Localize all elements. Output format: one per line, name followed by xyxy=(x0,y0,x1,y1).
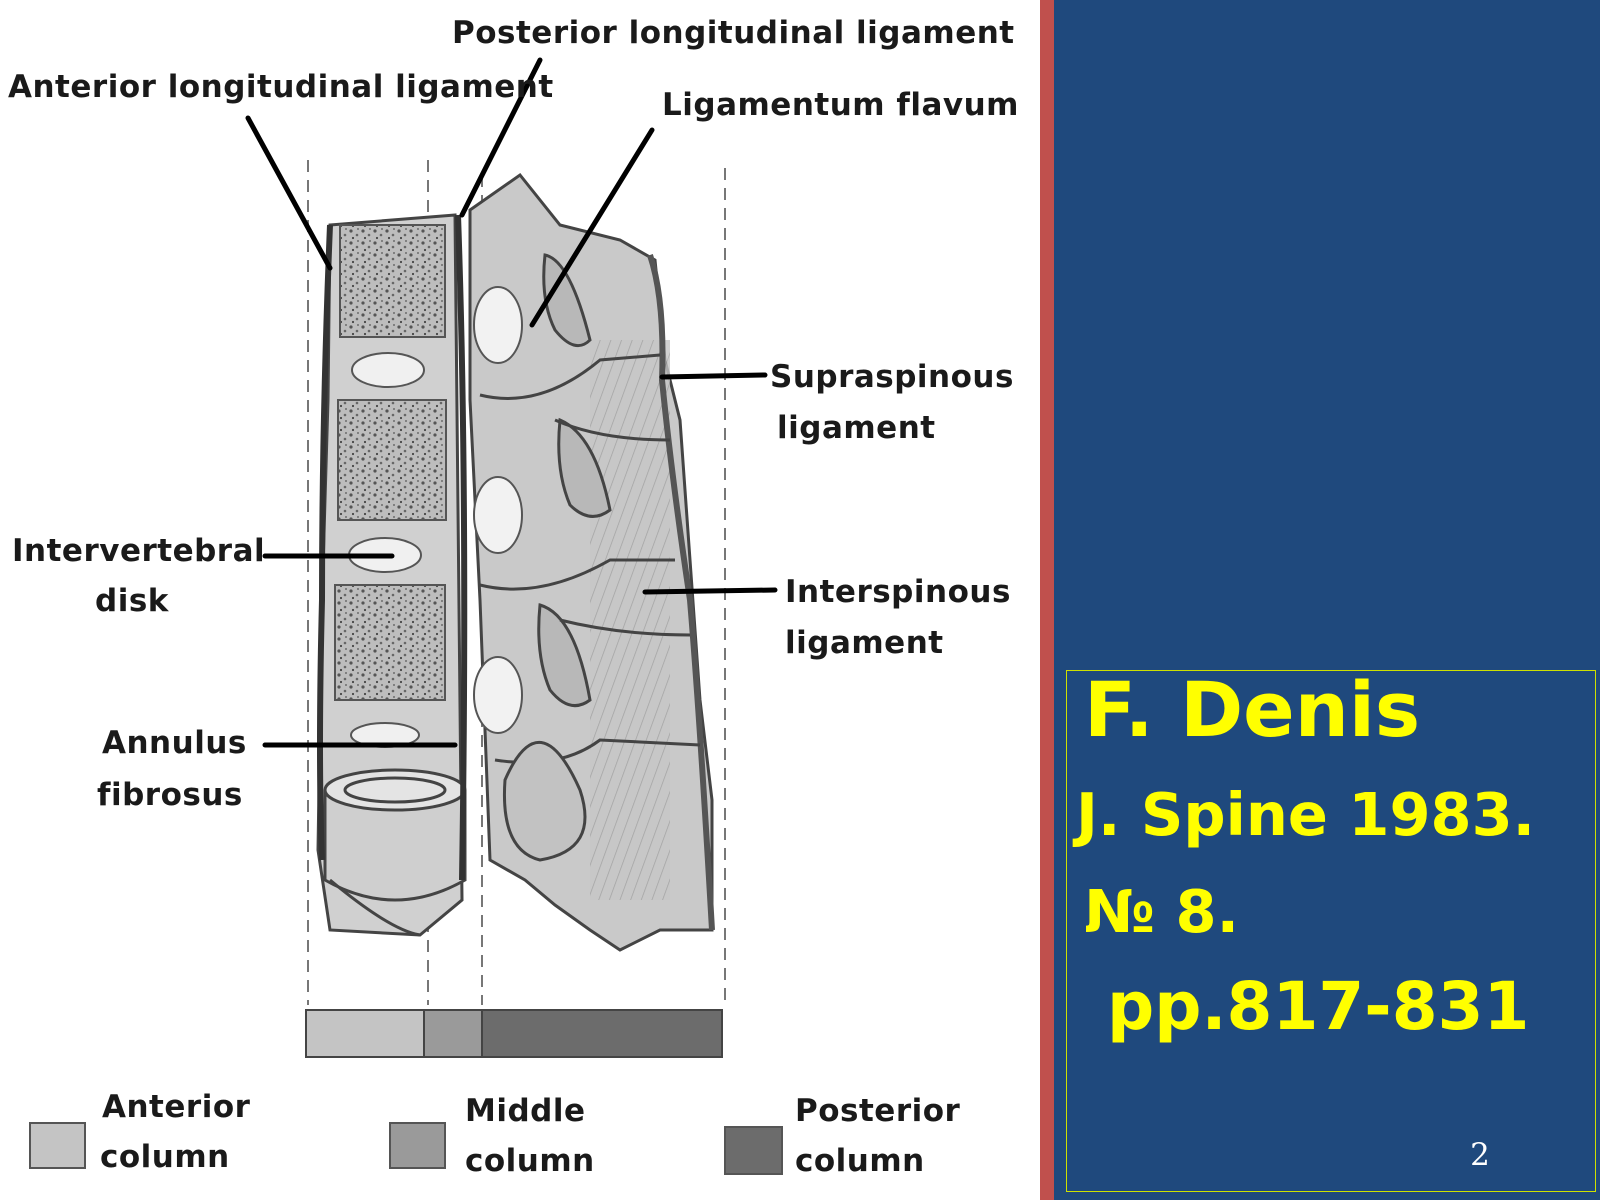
label-intervertebral-line2: disk xyxy=(95,583,169,619)
leader-lines xyxy=(245,57,778,748)
intervertebral-foramina xyxy=(473,286,523,734)
label-supraspinous-line1: Supraspinous xyxy=(770,359,1014,395)
legend-swatch-anterior xyxy=(29,1122,86,1169)
supraspinous-ligament xyxy=(647,254,715,931)
pedicle-lower xyxy=(502,740,587,862)
citation-pages: pp.817-831 xyxy=(1084,968,1530,1045)
legend-posterior-line2: column xyxy=(795,1143,925,1179)
legend-anterior-line1: Anterior xyxy=(102,1089,251,1125)
citation-journal: J. Spine 1983. xyxy=(1076,780,1536,849)
accent-divider-bar xyxy=(1040,0,1054,1200)
legend-swatch-middle xyxy=(389,1122,446,1169)
column-bar xyxy=(305,1009,723,1058)
label-supraspinous-line2: ligament xyxy=(777,410,936,446)
legend-swatches xyxy=(29,1122,783,1175)
label-interspinous-line1: Interspinous xyxy=(785,574,1011,610)
legend-posterior-line1: Posterior xyxy=(795,1093,961,1129)
vertebral-bodies xyxy=(334,224,447,701)
citation-issue: № 8. xyxy=(1084,877,1239,946)
label-interspinous-line2: ligament xyxy=(785,625,944,661)
spine-column-diagram xyxy=(29,57,783,1175)
legend-middle-line1: Middle xyxy=(465,1093,586,1129)
anterior-longitudinal-ligament xyxy=(317,224,333,861)
label-annulus-line1: Annulus xyxy=(102,725,247,761)
posterior-longitudinal-ligament xyxy=(455,214,468,881)
label-annulus-line2: fibrosus xyxy=(97,777,243,813)
page-number: 2 xyxy=(1470,1137,1490,1173)
label-posterior-longitudinal-ligament: Posterior longitudinal ligament xyxy=(452,15,1015,51)
citation-box xyxy=(1066,670,1596,1192)
legend-swatch-posterior xyxy=(724,1126,783,1175)
laminae xyxy=(537,253,612,708)
annulus-fibrosus-shape xyxy=(323,768,467,937)
label-anterior-longitudinal-ligament: Anterior longitudinal ligament xyxy=(8,69,554,105)
label-intervertebral-line1: Intervertebral xyxy=(12,533,266,569)
legend-anterior-line2: column xyxy=(100,1139,230,1175)
interspinous-hatching xyxy=(590,340,670,900)
blue-panel xyxy=(1054,0,1600,1200)
label-ligamentum-flavum: Ligamentum flavum xyxy=(662,87,1019,123)
legend-middle-line2: column xyxy=(465,1143,595,1179)
citation-author: F. Denis xyxy=(1084,665,1421,754)
